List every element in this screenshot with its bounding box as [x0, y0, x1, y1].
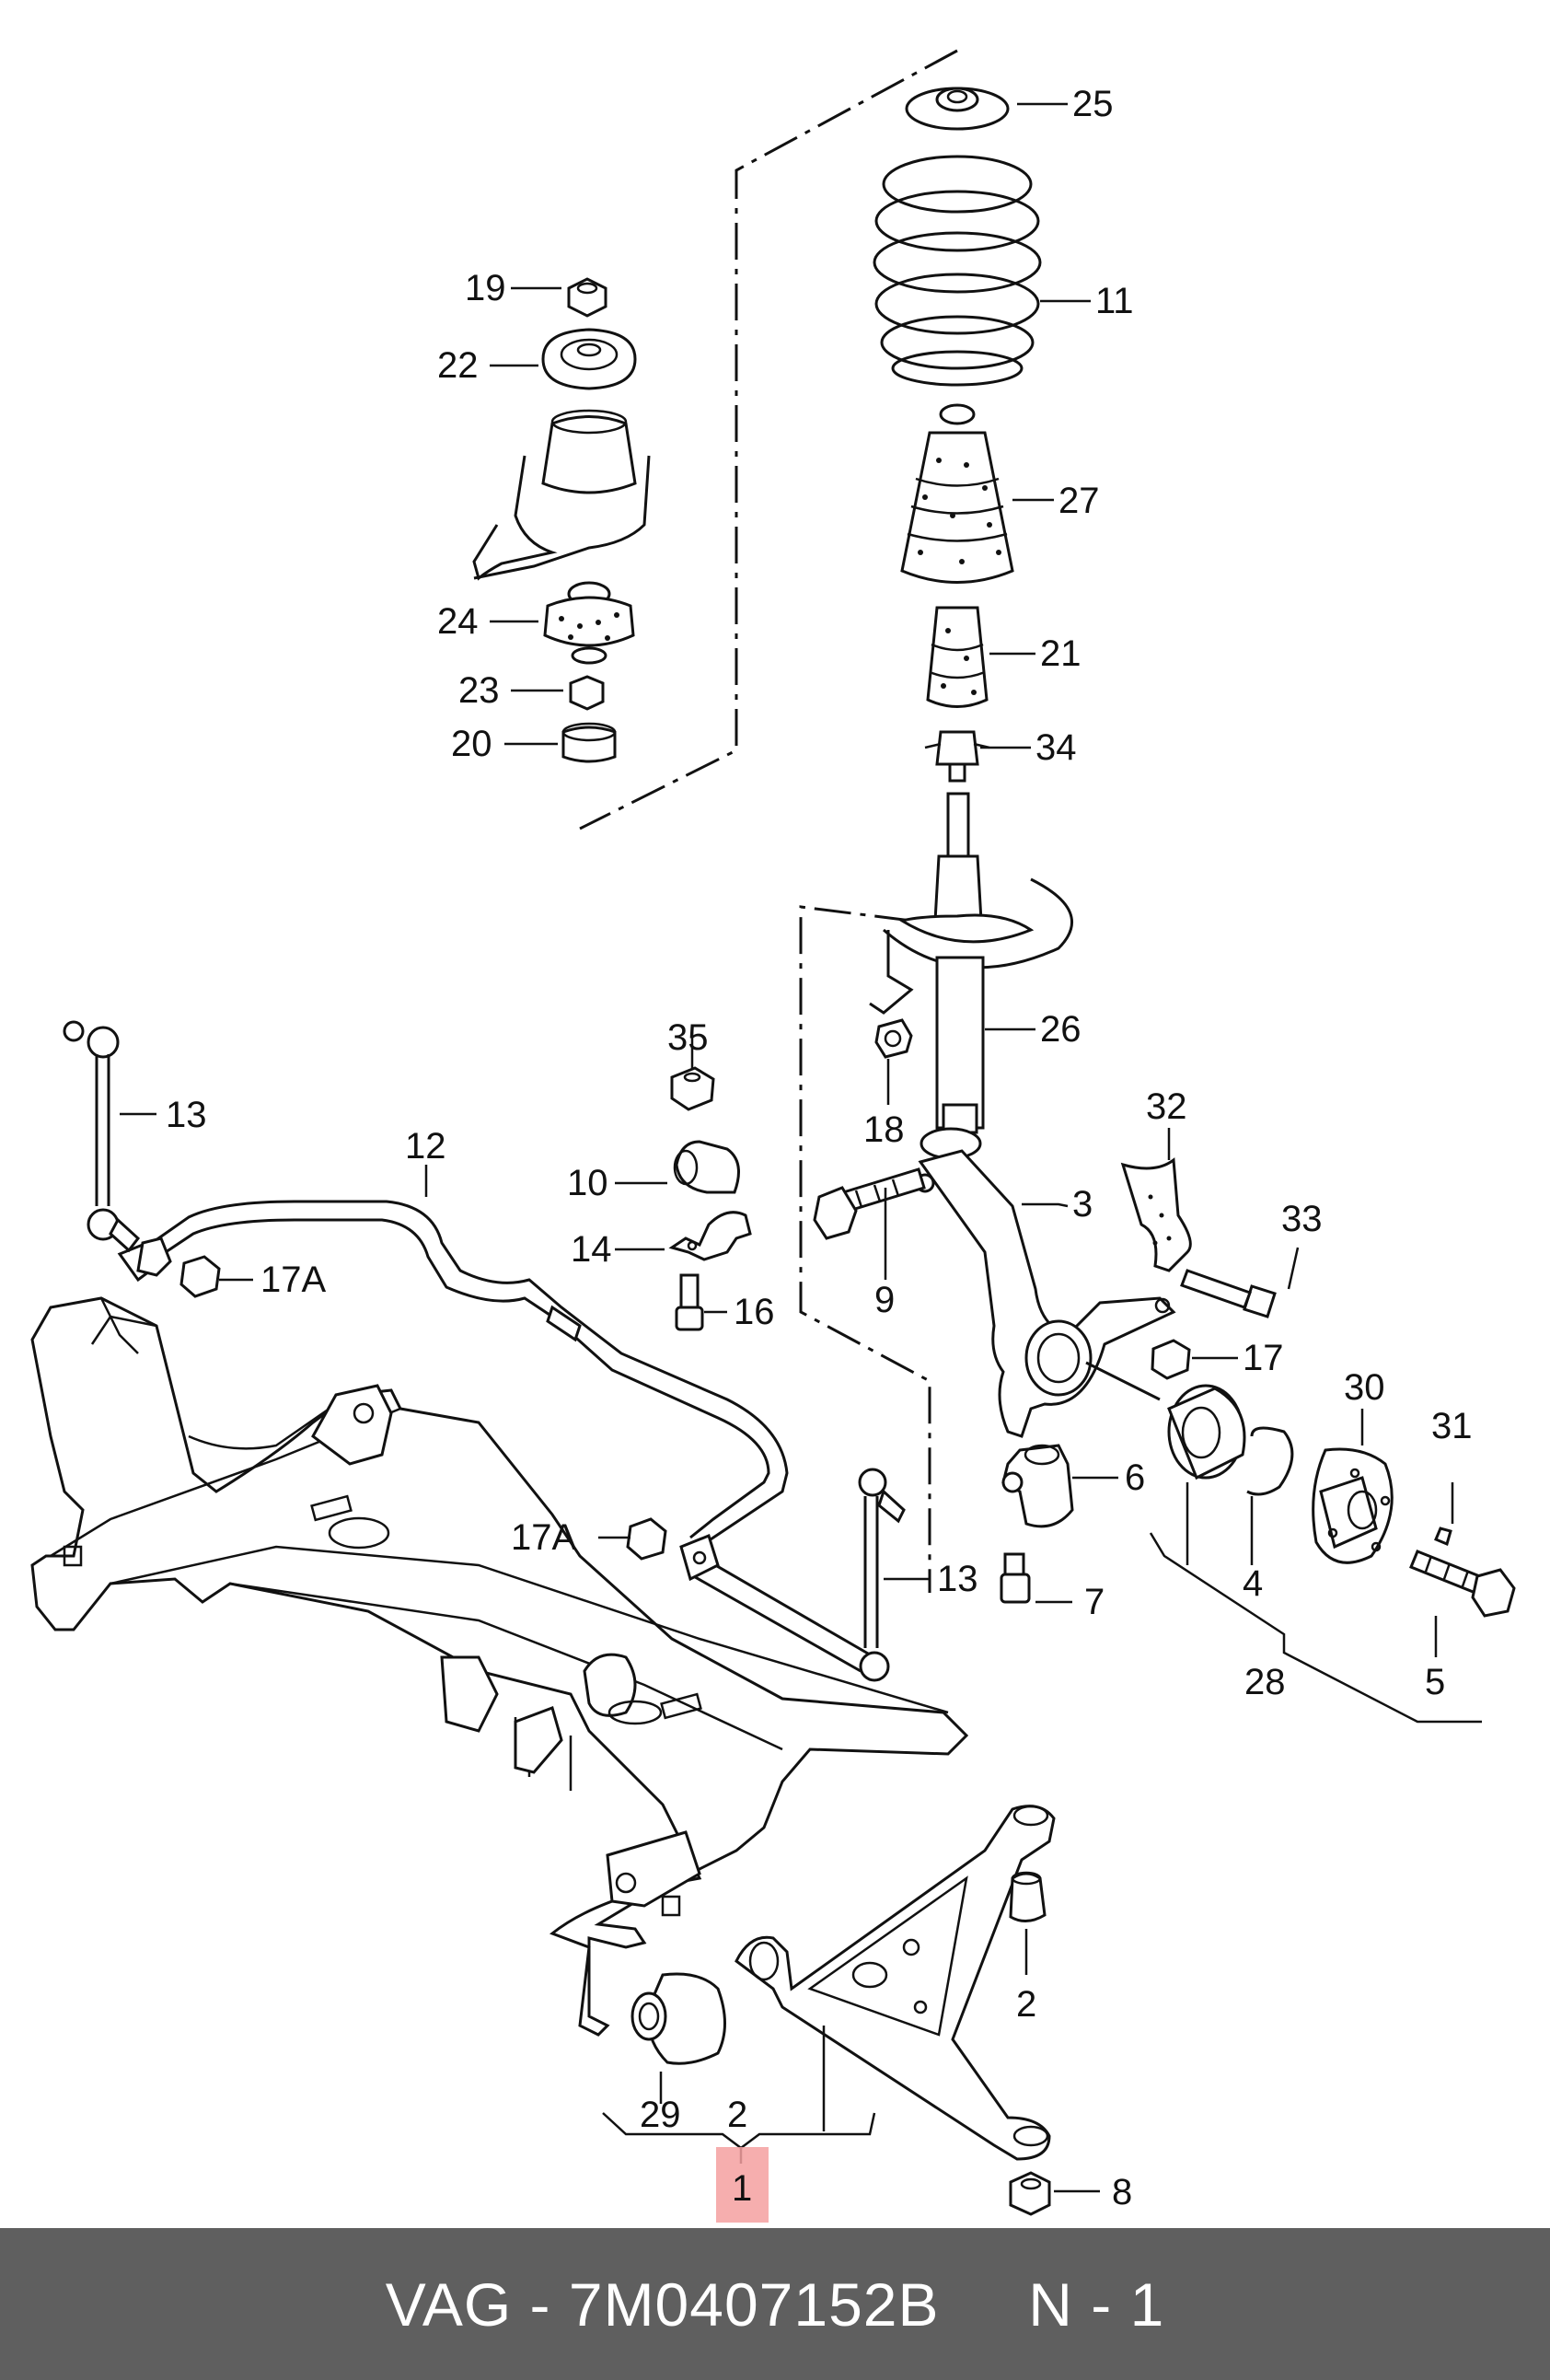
callout-17: 17 [1243, 1338, 1284, 1378]
dust-boot-27 [900, 403, 1014, 584]
callout-2-front: 2 [727, 2095, 747, 2135]
nut-18 [874, 1018, 913, 1059]
callout-23: 23 [458, 670, 500, 711]
callout-17A-left: 17A [260, 1260, 326, 1300]
nut-17 [1151, 1339, 1191, 1380]
highlight-box [716, 2147, 769, 2223]
callout-2-rear: 2 [1016, 1984, 1036, 2025]
callout-28: 28 [1244, 1662, 1286, 1702]
callout-12: 12 [405, 1126, 446, 1167]
callout-5: 5 [1425, 1662, 1445, 1702]
callout-1: 1 [732, 2168, 752, 2209]
callout-4: 4 [1243, 1563, 1263, 1604]
washer-20 [561, 722, 617, 763]
callout-11: 11 [1095, 281, 1134, 321]
callout-6: 6 [1125, 1457, 1145, 1498]
nut-35 [670, 1066, 715, 1111]
steering-knuckle-3 [915, 1127, 1176, 1438]
part-number: 7M0407152B [568, 2270, 940, 2339]
callout-35: 35 [667, 1017, 709, 1058]
coupling-rod-13-left [63, 1020, 172, 1277]
part-info-text: VAG - 7M0407152B N - 1 [386, 2270, 1165, 2339]
callout-21: 21 [1040, 633, 1082, 674]
callout-25: 25 [1072, 84, 1114, 124]
strut-mount-25 [905, 87, 1010, 131]
nut-23 [569, 675, 605, 711]
bolt-16 [675, 1273, 704, 1331]
boundary-lines [579, 49, 958, 1593]
part-info-footer: VAG - 7M0407152B N - 1 [0, 2228, 1550, 2380]
coupling-rod-13-right [858, 1468, 906, 1682]
clamp-14 [668, 1211, 752, 1261]
callout-10: 10 [567, 1163, 608, 1203]
callout-13-right: 13 [937, 1559, 978, 1599]
bushing-2-rear [1009, 1871, 1047, 1922]
callout-labels: 25 11 27 21 34 26 3 32 33 17 30 31 6 4 5… [166, 84, 1473, 2212]
cap-34 [924, 730, 990, 783]
stabilizer-bar-12 [117, 1200, 875, 1673]
bushing-10 [673, 1140, 740, 1194]
mount-cap-22 [541, 328, 637, 390]
callout-19: 19 [465, 268, 506, 308]
bolt-33 [1180, 1269, 1277, 1318]
bushing-clamp-lower [679, 1534, 720, 1582]
bushing-29 [630, 1972, 726, 2065]
position-number: 1 [1129, 2270, 1165, 2339]
callout-33: 33 [1281, 1199, 1323, 1239]
control-arm-1 [735, 1805, 1056, 2161]
subframe [30, 1296, 969, 2037]
callout-24: 24 [437, 601, 479, 642]
brand-label: VAG [385, 2270, 513, 2339]
nut-17A-right [626, 1517, 667, 1561]
callout-16: 16 [734, 1292, 775, 1332]
callout-3: 3 [1072, 1184, 1093, 1225]
callout-20: 20 [451, 724, 492, 764]
coil-spring-11 [873, 155, 1042, 387]
callout-29: 29 [640, 2095, 681, 2135]
body-mount [472, 409, 651, 581]
nut-17A-left [179, 1255, 221, 1298]
callout-32: 32 [1146, 1086, 1187, 1127]
callout-9: 9 [874, 1280, 895, 1320]
bump-stop-21 [926, 606, 989, 708]
parts-diagram: 25 11 27 21 34 26 3 32 33 17 30 31 6 4 5… [30, 49, 1516, 2223]
wheel-bearing-assembly [1167, 1384, 1452, 1564]
callout-26: 26 [1040, 1009, 1082, 1050]
separator: - [1091, 2270, 1113, 2339]
callout-30: 30 [1344, 1367, 1385, 1408]
splash-shield-32 [1120, 1157, 1192, 1272]
callout-27: 27 [1058, 481, 1100, 521]
callout-14: 14 [571, 1229, 612, 1270]
position-label: N [1028, 2270, 1073, 2339]
nut-8 [1009, 2171, 1051, 2216]
callout-31: 31 [1431, 1406, 1473, 1446]
callout-18: 18 [863, 1109, 905, 1150]
callout-17A-right: 17A [511, 1517, 576, 1558]
ball-joint-6 [1001, 1444, 1074, 1528]
bolt-9 [813, 1167, 926, 1240]
separator: - [529, 2270, 551, 2339]
bushing-24 [543, 581, 635, 665]
bolt-7 [1000, 1552, 1031, 1604]
nut-19 [567, 277, 607, 318]
callout-22: 22 [437, 345, 479, 386]
callout-7: 7 [1084, 1582, 1105, 1622]
callout-8: 8 [1112, 2172, 1132, 2212]
wheel-bolt-5 [1409, 1550, 1516, 1618]
callout-34: 34 [1035, 727, 1077, 768]
shock-absorber-26 [869, 792, 1074, 1134]
callout-13-left: 13 [166, 1095, 207, 1135]
